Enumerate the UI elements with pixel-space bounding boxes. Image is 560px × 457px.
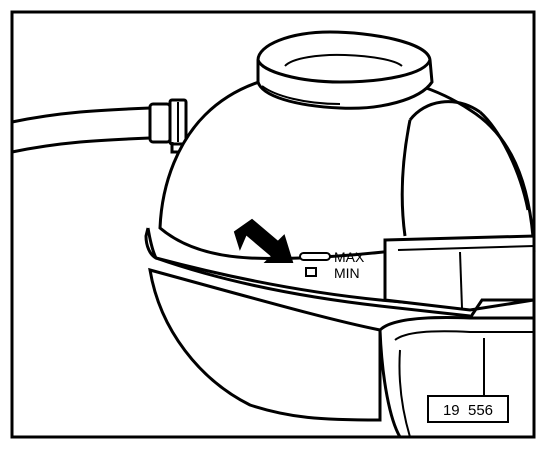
min-label: MIN	[334, 265, 360, 281]
filler-cap	[256, 30, 434, 110]
level-arrow	[233, 218, 294, 263]
reservoir-lower-bowl	[148, 267, 382, 422]
reference-number-box: 19 556	[427, 338, 509, 423]
reference-number: 19 556	[443, 402, 493, 419]
max-level-line	[299, 252, 331, 261]
max-mark: MAX	[299, 249, 365, 265]
side-housing-block	[383, 234, 536, 312]
reservoir-seam-flange	[144, 227, 471, 318]
min-mark: MIN	[305, 265, 360, 281]
reservoir-upper-dome	[158, 70, 536, 260]
dome-side-rib	[400, 100, 530, 237]
hose-clamp	[148, 98, 188, 154]
max-label: MAX	[334, 249, 365, 265]
min-level-line	[305, 267, 317, 277]
